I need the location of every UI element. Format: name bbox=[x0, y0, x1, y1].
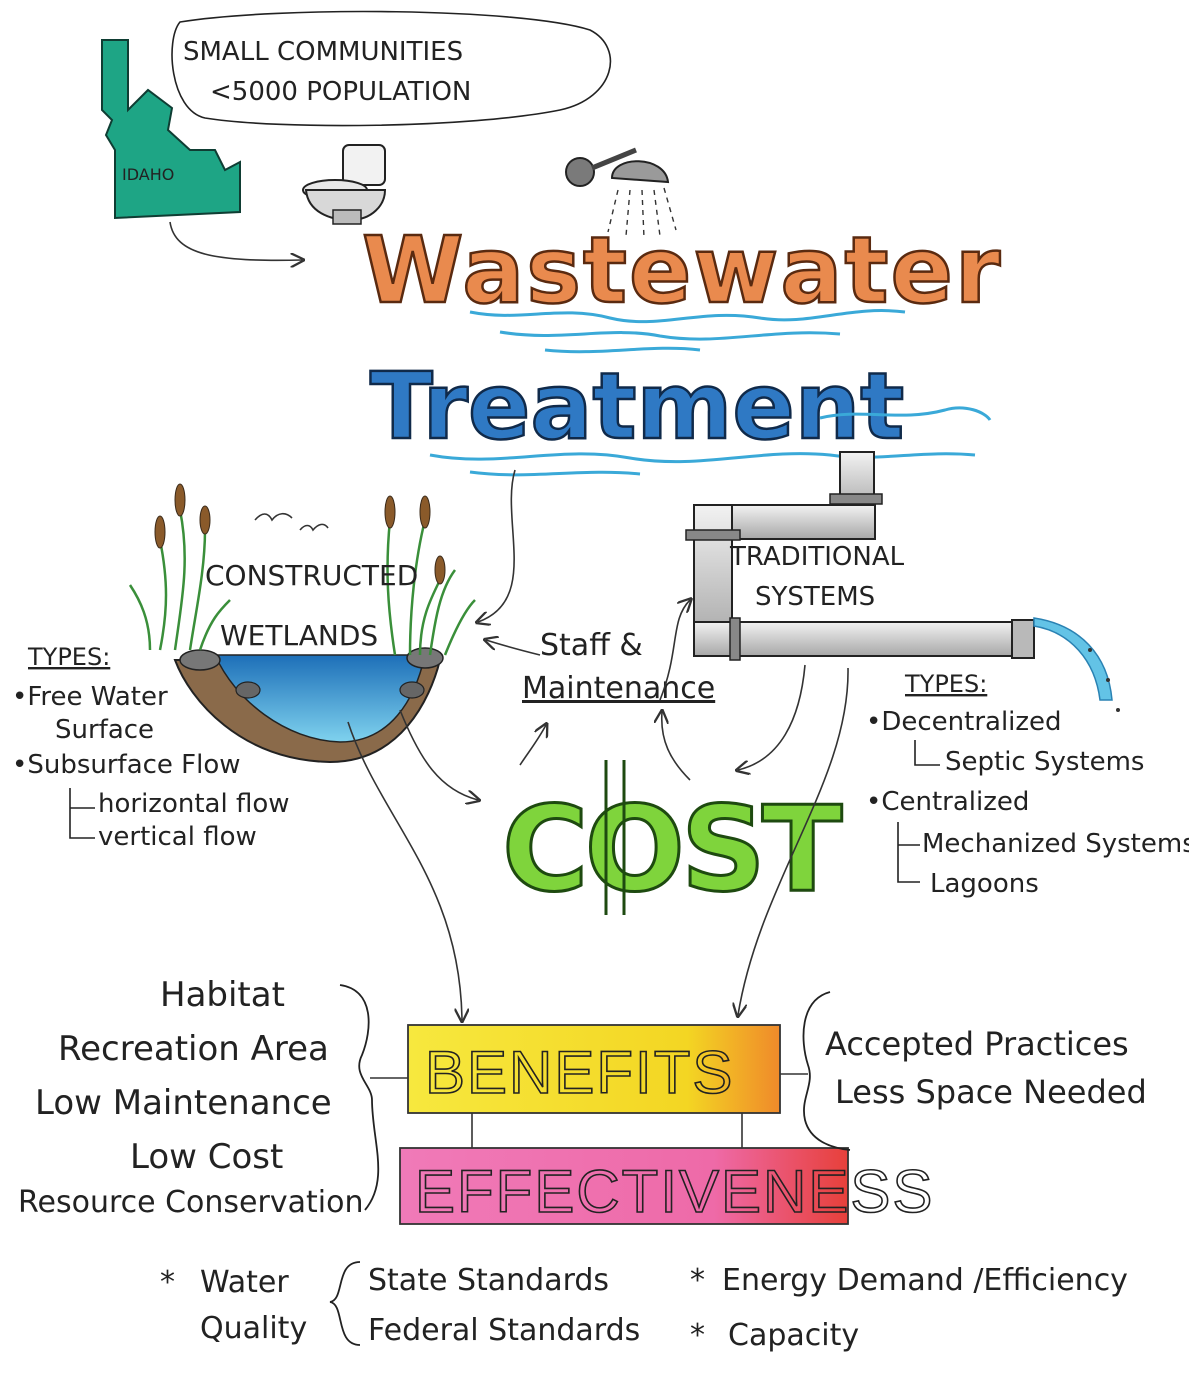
wetlands-type-1: •Free Water bbox=[12, 682, 168, 712]
wetlands-label-1: CONSTRUCTED bbox=[205, 559, 418, 592]
criteria-water-1: Water bbox=[200, 1265, 289, 1300]
benefits-label: BENEFITS bbox=[425, 1039, 734, 1106]
wetlands-type-2-sub-1: horizontal flow bbox=[98, 789, 290, 819]
title-wastewater: Wastewater bbox=[362, 217, 1002, 324]
toilet-icon bbox=[302, 144, 387, 225]
scope-line-1: SMALL COMMUNITIES bbox=[183, 37, 463, 67]
criteria-capacity: Capacity bbox=[728, 1318, 859, 1353]
birds-icon bbox=[254, 512, 329, 532]
cost-label: COST bbox=[502, 780, 842, 918]
right-bracket bbox=[802, 991, 851, 1151]
traditional-type-2-sub-1: Mechanized Systems bbox=[922, 829, 1189, 859]
idaho-map-icon: IDAHO bbox=[101, 39, 241, 220]
criteria-water-2: Quality bbox=[200, 1311, 307, 1346]
left-bracket bbox=[339, 984, 380, 1211]
cost-graphic: COST bbox=[501, 760, 847, 920]
asterisk-capacity: * bbox=[690, 1318, 705, 1353]
pipe-illustration bbox=[685, 451, 1120, 712]
traditional-type-1-sub-1: Septic Systems bbox=[945, 747, 1144, 777]
wetlands-label-2: WETLANDS bbox=[220, 619, 378, 652]
asterisk-energy: * bbox=[690, 1263, 705, 1298]
left-benefit-3: Low Maintenance bbox=[35, 1083, 332, 1123]
idaho-arrow bbox=[169, 221, 302, 260]
traditional-type-2: •Centralized bbox=[866, 787, 1029, 817]
wetland-illustration bbox=[128, 483, 476, 764]
traditional-label-2: SYSTEMS bbox=[755, 582, 875, 612]
wetlands-type-2-sub-2: vertical flow bbox=[98, 822, 257, 852]
right-benefit-1: Accepted Practices bbox=[825, 1025, 1129, 1063]
right-benefit-2: Less Space Needed bbox=[835, 1073, 1147, 1111]
title-treatment: Treatment bbox=[370, 353, 904, 460]
staff-label-1: Staff & bbox=[540, 628, 643, 663]
traditional-label-1: TRADITIONAL bbox=[729, 542, 905, 572]
scope-callout: SMALL COMMUNITIES <5000 POPULATION bbox=[171, 10, 612, 127]
left-benefit-5: Resource Conservation bbox=[18, 1185, 363, 1220]
wetlands-tree-lines bbox=[69, 788, 95, 839]
scope-line-2: <5000 POPULATION bbox=[210, 77, 471, 107]
flow-arrows bbox=[347, 469, 849, 1020]
left-benefit-4: Low Cost bbox=[130, 1137, 283, 1177]
traditional-type-1: •Decentralized bbox=[866, 707, 1062, 737]
shower-icon bbox=[565, 147, 677, 239]
traditional-types-heading: TYPES: bbox=[904, 670, 987, 698]
staff-label-2: Maintenance bbox=[522, 671, 715, 706]
wetlands-type-2: •Subsurface Flow bbox=[12, 750, 241, 780]
benefits-box: BENEFITS bbox=[370, 1024, 808, 1114]
wetlands-types-heading: TYPES: bbox=[27, 643, 110, 671]
dollar-sign-icon bbox=[604, 760, 626, 915]
left-benefit-2: Recreation Area bbox=[58, 1029, 329, 1069]
asterisk-water: * bbox=[160, 1265, 175, 1300]
traditional-tree-line-2 bbox=[897, 822, 920, 883]
criteria-state: State Standards bbox=[368, 1263, 609, 1298]
effectiveness-box: EFFECTIVENESS bbox=[399, 1147, 934, 1226]
effectiveness-label: EFFECTIVENESS bbox=[415, 1158, 934, 1225]
traditional-tree-line-1 bbox=[914, 740, 940, 766]
criteria-federal: Federal Standards bbox=[368, 1313, 640, 1348]
wetlands-type-1b: Surface bbox=[55, 715, 154, 745]
traditional-type-2-sub-2: Lagoons bbox=[930, 869, 1039, 899]
criteria-energy: Energy Demand /Efficiency bbox=[722, 1263, 1128, 1298]
left-benefit-1: Habitat bbox=[160, 975, 285, 1015]
water-ripples-mid bbox=[429, 406, 992, 477]
idaho-label: IDAHO bbox=[122, 165, 174, 184]
criteria-bracket bbox=[329, 1261, 361, 1346]
water-ripples-top bbox=[469, 309, 906, 354]
